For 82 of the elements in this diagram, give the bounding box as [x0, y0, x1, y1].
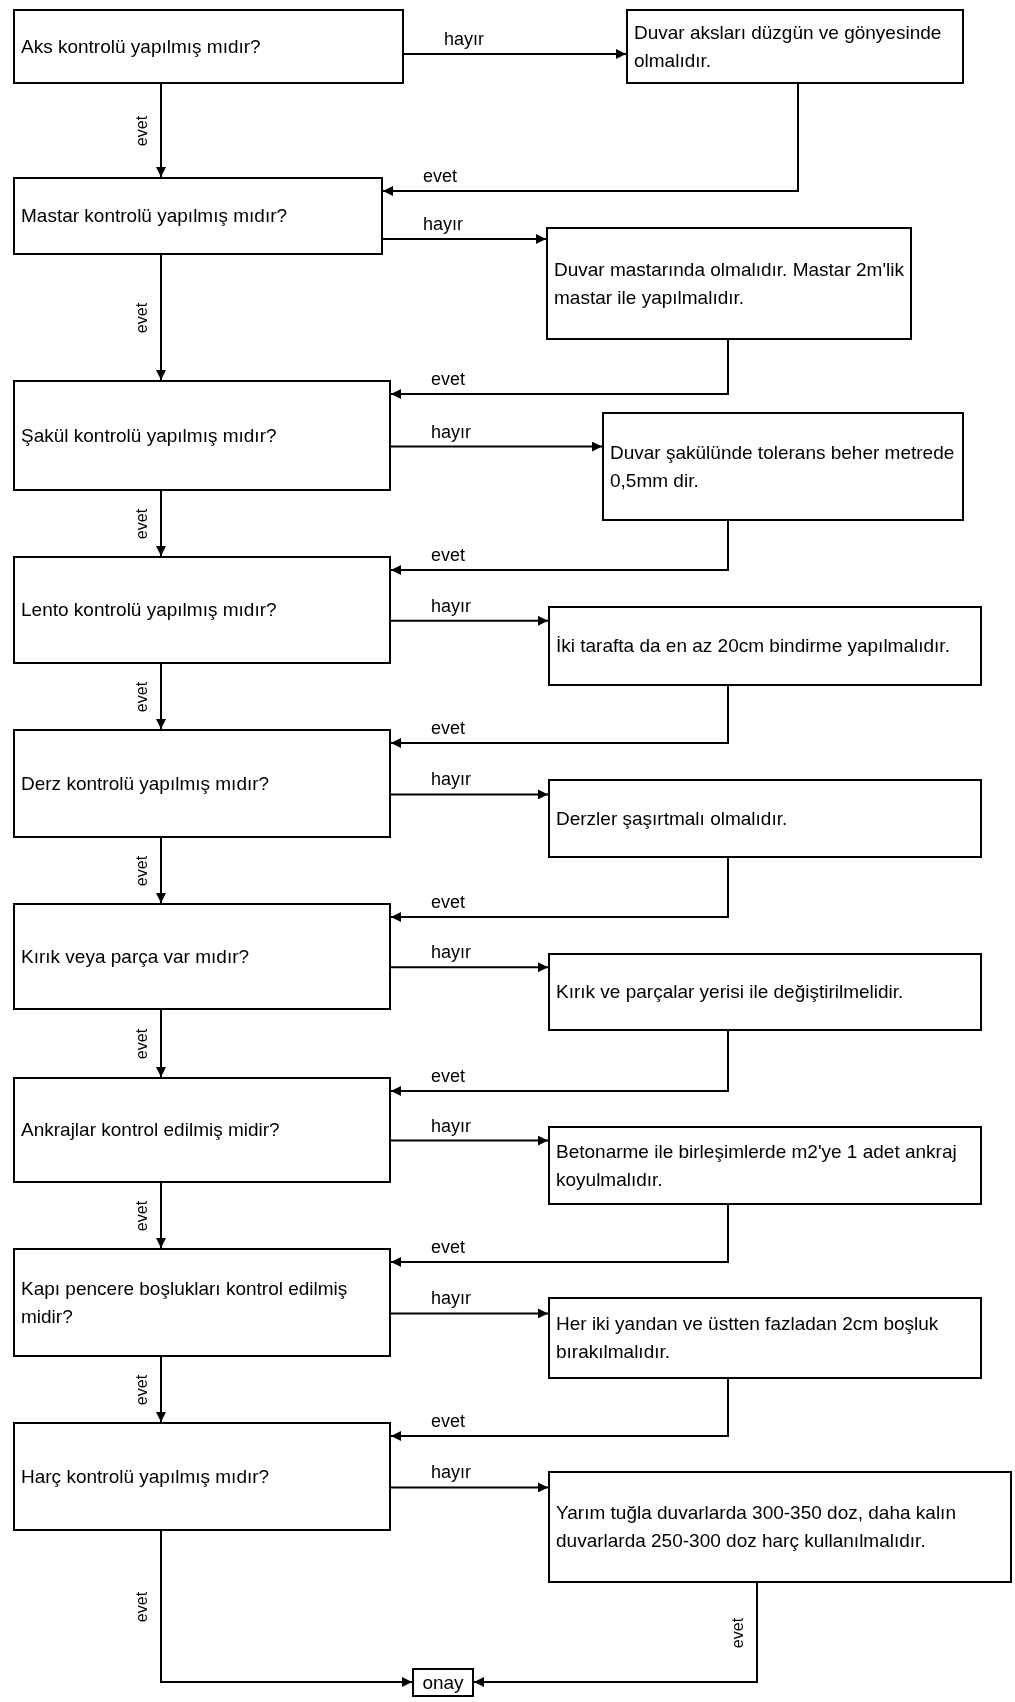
edge-label: hayır: [442, 30, 487, 48]
edge-label: hayır: [429, 770, 474, 789]
box-text: Aks kontrolü yapılmış mıdır?: [21, 34, 262, 59]
arrow: [390, 857, 729, 922]
edge-label: hayır: [429, 943, 474, 962]
action-box: [626, 9, 964, 84]
arrow: [156, 490, 166, 557]
arrow: [156, 1356, 166, 1423]
arrow: [390, 1482, 549, 1493]
arrow: [156, 663, 166, 730]
box-text: Betonarme ile birleşimlerde m2'ye 1 adet ankraj koyulmalıdır.: [556, 1139, 958, 1192]
box-text: Mastar kontrolü yapılmış mıdır?: [21, 204, 289, 228]
box-text: Derz kontrolü yapılmış mıdır?: [21, 771, 271, 796]
arrow: [160, 1530, 413, 1687]
box-text: Lento kontrolü yapılmış mıdır?: [21, 598, 278, 622]
action-box: [548, 1126, 982, 1205]
edge-label: evet: [429, 1412, 468, 1430]
box-text: Şakül kontrolü yapılmış mıdır?: [21, 423, 278, 448]
edge-label: evet: [429, 1067, 468, 1085]
arrow: [390, 441, 603, 452]
action-box: [548, 1471, 1012, 1583]
arrow: [390, 1135, 549, 1146]
edge-label: hayır: [429, 422, 474, 441]
arrow: [390, 339, 729, 399]
arrow: [382, 234, 547, 244]
box-text: Her iki yandan ve üstten fazladan 2cm boşluk bırakılmalıdır.: [556, 1312, 940, 1364]
arrow: [390, 1378, 729, 1441]
edge-label: evet: [429, 1238, 468, 1256]
edge-label: hayır: [429, 596, 474, 615]
action-box: [548, 953, 982, 1031]
arrow: [390, 685, 729, 748]
arrow: [390, 520, 729, 575]
arrow: [156, 837, 166, 904]
edge-label: hayır: [429, 1289, 474, 1308]
edge-label: evet: [429, 719, 468, 737]
action-box: [548, 1297, 982, 1379]
decision-box: [13, 1422, 391, 1531]
arrow: [403, 49, 627, 59]
box-text: onay: [422, 1670, 464, 1695]
action-box: [546, 227, 912, 340]
edge-label: evet: [421, 167, 460, 185]
arrow: [390, 615, 549, 626]
decision-box: [13, 380, 391, 491]
terminal-box: [412, 1668, 474, 1697]
arrow: [390, 1204, 729, 1267]
box-text: Duvar şakülünde tolerans beher metrede 0,5mm dir.: [610, 440, 956, 493]
box-text: Yarım tuğla duvarlarda 300-350 doz, daha kalın duvarlarda 250-300 doz harç kullanılmalıdır.: [556, 1501, 957, 1553]
decision-box: [13, 1248, 391, 1357]
decision-box: [13, 903, 391, 1010]
box-text: Derzler şaşırtmalı olmalıdır.: [556, 806, 789, 831]
edge-label: evet: [429, 893, 468, 911]
box-text: Duvar mastarında olmalıdır. Mastar 2m'lik mastar ile yapılmalıdır.: [554, 257, 904, 310]
arrow: [156, 1009, 166, 1078]
box-text: Duvar aksları düzgün ve gönyesinde olmalıdır.: [634, 20, 943, 73]
box-text: Harç kontrolü yapılmış mıdır?: [21, 1464, 271, 1489]
box-text: Ankrajlar kontrol edilmiş midir?: [21, 1118, 281, 1142]
arrow: [390, 1308, 549, 1319]
edge-label: hayır: [429, 1463, 474, 1482]
arrow: [390, 789, 549, 800]
action-box: [548, 779, 982, 858]
edge-label: evet: [429, 546, 468, 564]
edge-label: hayır: [429, 1116, 474, 1135]
decision-box: [13, 556, 391, 664]
decision-box: [13, 1077, 391, 1183]
action-box: [548, 606, 982, 686]
edge-label: evet: [429, 370, 468, 388]
box-text: İki tarafta da en az 20cm bindirme yapılmalıdır.: [556, 634, 951, 658]
arrow: [382, 83, 799, 196]
arrow: [156, 83, 166, 178]
box-text: Kapı pencere boşlukları kontrol edilmiş midir?: [21, 1276, 349, 1329]
decision-box: [13, 177, 383, 255]
arrow: [156, 254, 166, 381]
box-text: Kırık veya parça var mıdır?: [21, 944, 251, 969]
arrow: [390, 1030, 729, 1096]
arrow: [390, 962, 549, 973]
arrow: [473, 1582, 758, 1687]
decision-box: [13, 9, 404, 84]
edge-label: hayır: [421, 215, 466, 233]
box-text: Kırık ve parçalar yerisi ile değiştirilmelidir.: [556, 980, 905, 1004]
action-box: [602, 412, 964, 521]
arrow: [156, 1182, 166, 1249]
decision-box: [13, 729, 391, 838]
